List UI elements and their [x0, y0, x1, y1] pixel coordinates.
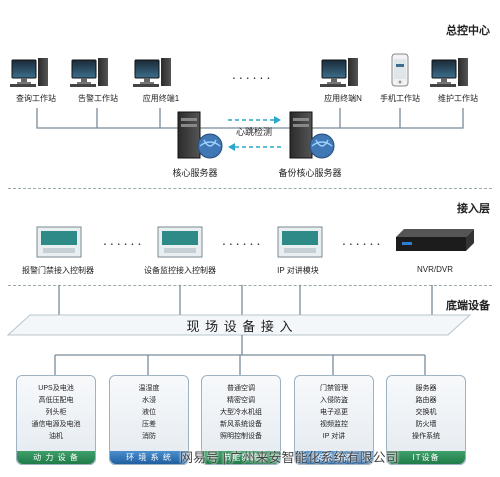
category-item: 液位: [142, 409, 156, 416]
more-terminals-ellipsis: ......: [232, 66, 274, 82]
backup-server-label: 备份核心服务器: [278, 168, 342, 178]
category-power: UPS及电池 高低压配电 列头柜 通信电源及电池 油机 动 力 设 备: [16, 375, 96, 465]
workstation-label: 查询工作站: [16, 94, 56, 103]
category-item: 服务器: [415, 385, 437, 392]
access-device-label: 设备监控接入控制器: [144, 266, 216, 275]
workstation-icon: [430, 58, 468, 87]
layer-divider: [8, 188, 492, 189]
category-item: 照明控制设备: [220, 433, 262, 440]
category-item: 交换机: [415, 409, 437, 416]
workstation-label: 维护工作站: [438, 94, 478, 103]
workstation-label: 应用终端1: [142, 94, 180, 103]
workstation-label: 告警工作站: [78, 94, 118, 103]
category-item: 大型冷水机组: [220, 409, 262, 416]
nvr-device-icon: [396, 229, 474, 251]
more-devices-ellipsis: ......: [342, 232, 384, 248]
workstation-label: 应用终端N: [324, 94, 362, 103]
control-center-title: 总控中心: [446, 25, 490, 37]
control-center-network: [10, 53, 468, 159]
workstation-icon: [320, 58, 358, 87]
access-layer-devices: [36, 226, 474, 258]
access-device-label: NVR/DVR: [416, 265, 453, 274]
backup-server-icon: [289, 111, 335, 159]
category-item: 入侵防盗: [320, 397, 348, 404]
category-security: 门禁管理 入侵防盗 电子巡更 视频监控 IP 对讲 安防系统: [294, 375, 374, 465]
watermark-text: 网易号 | 广州来安智能化系统有限公司: [180, 450, 399, 465]
heartbeat-label: 心跳检测: [235, 127, 272, 137]
category-item: 水浸: [142, 397, 156, 404]
category-item: 压差: [142, 421, 156, 428]
category-item: 精密空调: [227, 397, 255, 404]
category-footer: 动 力 设 备: [17, 451, 95, 464]
category-item: 普通空调: [227, 385, 255, 392]
category-energy: 普通空调 精密空调 大型冷水机组 新风系统设备 照明控制设备 节能系统: [201, 375, 281, 465]
more-devices-ellipsis: ......: [103, 232, 145, 248]
category-it: 服务器 路由器 交换机 防火墙 操作系统 IT设备: [386, 375, 466, 465]
category-footer: 环 境 系 统: [110, 451, 188, 464]
category-item: 电子巡更: [320, 409, 348, 416]
category-item: UPS及电池: [38, 385, 74, 392]
category-item: 路由器: [415, 397, 437, 404]
category-item: 温湿度: [138, 385, 160, 392]
category-item: 操作系统: [412, 433, 440, 440]
controller-icon: [157, 226, 203, 258]
core-server-icon: [177, 111, 223, 159]
workstation-label: 手机工作站: [380, 94, 420, 103]
access-layer-title: 接入层: [457, 203, 490, 215]
field-access-banner-label: 现 场 设 备 接 入: [186, 319, 294, 334]
category-item: 消防: [142, 433, 156, 440]
access-device-label: 报警门禁接入控制器: [22, 266, 94, 275]
heartbeat-arrows-icon: [228, 116, 282, 151]
workstation-icon: [133, 58, 171, 87]
workstation-icon: [70, 58, 108, 87]
controller-icon: [277, 226, 323, 258]
field-access-banner: [6, 314, 472, 336]
category-item: 油机: [49, 433, 63, 440]
category-environment: 温湿度 水浸 液位 压差 消防 环 境 系 统: [109, 375, 189, 465]
category-item: 新风系统设备: [220, 421, 262, 428]
category-footer: IT设备: [387, 451, 465, 464]
category-item: IP 对讲: [322, 433, 346, 440]
workstation-icon: [10, 58, 48, 87]
controller-icon: [36, 226, 82, 258]
layer-divider: [8, 285, 492, 286]
category-footer: 安防系统: [295, 451, 373, 464]
category-item: 防火墙: [415, 421, 437, 428]
category-item: 列头柜: [45, 409, 67, 416]
bottom-layer-title: 底端设备: [446, 300, 490, 312]
more-devices-ellipsis: ......: [222, 232, 264, 248]
bottom-layer-network: [6, 285, 472, 375]
core-server-label: 核心服务器: [172, 168, 218, 178]
access-device-label: IP 对讲模块: [277, 266, 319, 275]
category-footer: 节能系统: [202, 451, 280, 464]
category-item: 视频监控: [320, 421, 348, 428]
mobile-phone-icon: [391, 53, 409, 87]
category-item: 高低压配电: [38, 397, 74, 404]
category-item: 通信电源及电池: [31, 421, 81, 428]
category-item: 门禁管理: [320, 385, 348, 392]
